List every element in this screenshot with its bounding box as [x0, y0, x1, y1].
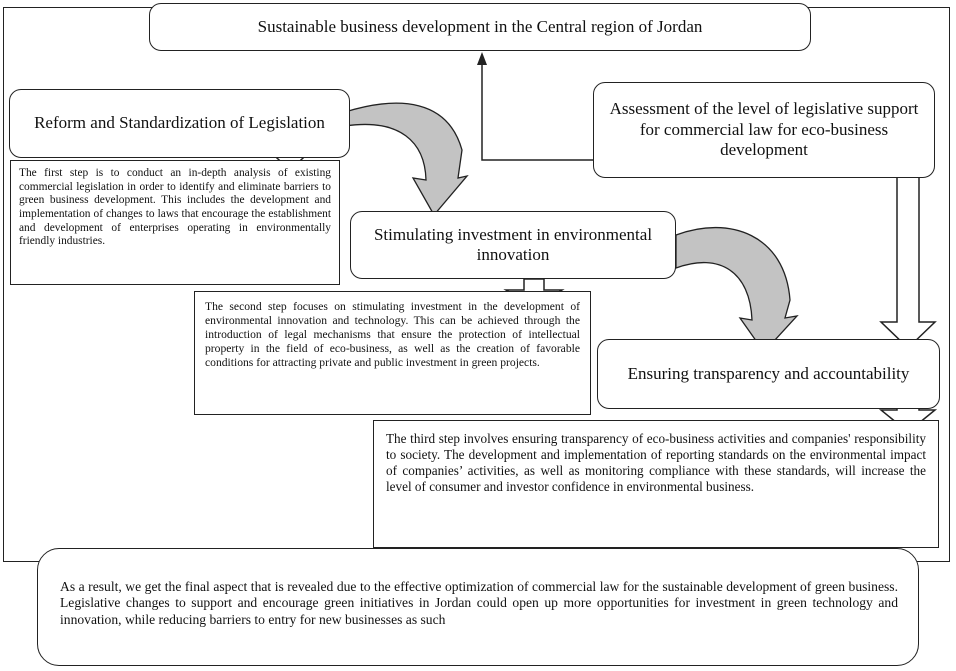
step-first-text: The first step is to conduct an in-depth…: [19, 167, 331, 248]
node-stimulating-label: Stimulating investment in environmental …: [373, 224, 653, 264]
arrow-to-title: [477, 52, 596, 161]
diagram-title-box: Sustainable business development in the …: [149, 3, 811, 51]
node-assessment: Assessment of the level of legislative s…: [593, 82, 935, 178]
diagram-title: Sustainable business development in the …: [257, 16, 703, 36]
node-assessment-label: Assessment of the level of legislative s…: [609, 99, 919, 160]
node-transparency-label: Ensuring transparency and accountability: [627, 363, 910, 383]
conclusion-text: As a result, we get the final aspect tha…: [60, 579, 898, 627]
step-third-text: The third step involves ensuring transpa…: [386, 431, 926, 494]
curved-arrow-reform-to-stimulating: [344, 102, 469, 217]
node-stimulating: Stimulating investment in environmental …: [350, 211, 676, 279]
node-reform-label: Reform and Standardization of Legislatio…: [34, 113, 325, 133]
step-third-text-box: The third step involves ensuring transpa…: [373, 420, 939, 548]
step-first-text-box: The first step is to conduct an in-depth…: [10, 160, 340, 285]
conclusion-box: As a result, we get the final aspect tha…: [37, 548, 919, 666]
block-arrow-assessment-to-transparency: [879, 169, 937, 350]
step-second-text: The second step focuses on stimulating i…: [205, 300, 580, 369]
step-second-text-box: The second step focuses on stimulating i…: [194, 291, 591, 415]
curved-arrow-stimulating-to-transparency: [675, 227, 799, 354]
node-reform: Reform and Standardization of Legislatio…: [9, 89, 350, 158]
node-transparency: Ensuring transparency and accountability: [597, 339, 940, 409]
